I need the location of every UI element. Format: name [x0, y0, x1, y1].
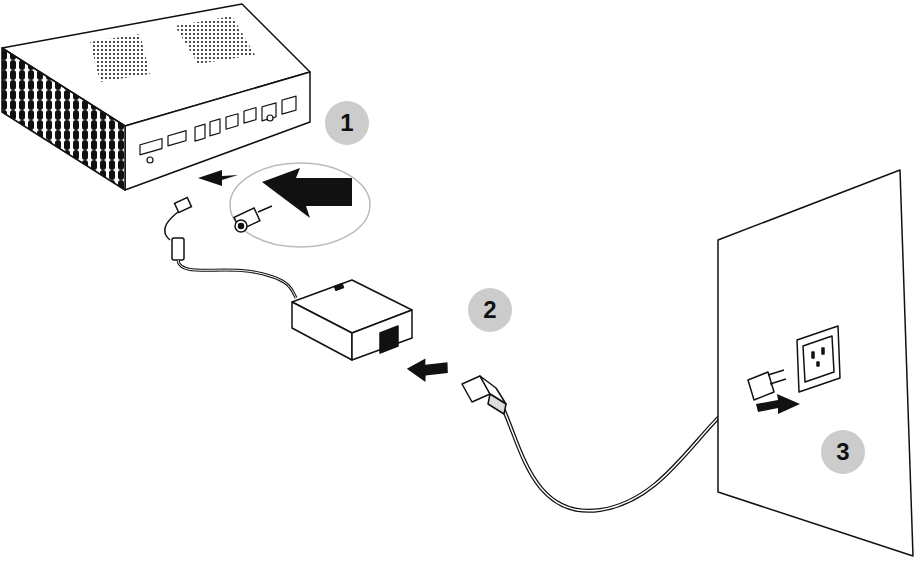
mini-pc	[2, 4, 310, 190]
insert-arrow	[756, 394, 800, 414]
ac-cord	[462, 376, 750, 511]
insert-arrow	[198, 170, 238, 186]
callout-number: 1	[325, 101, 369, 145]
insert-arrow-large	[262, 168, 352, 218]
callout-number: 3	[821, 430, 865, 474]
detail-inset	[230, 163, 370, 247]
dc-plug-detail	[234, 206, 272, 232]
insert-arrow	[405, 350, 451, 388]
callout-number: 2	[468, 288, 512, 332]
power-adapter	[292, 280, 412, 360]
callout-circle	[821, 430, 865, 474]
callout-circle	[468, 288, 512, 332]
wall	[718, 170, 913, 556]
callout-circle	[325, 101, 369, 145]
dc-cable	[165, 198, 296, 298]
wall-outlet	[797, 326, 840, 392]
